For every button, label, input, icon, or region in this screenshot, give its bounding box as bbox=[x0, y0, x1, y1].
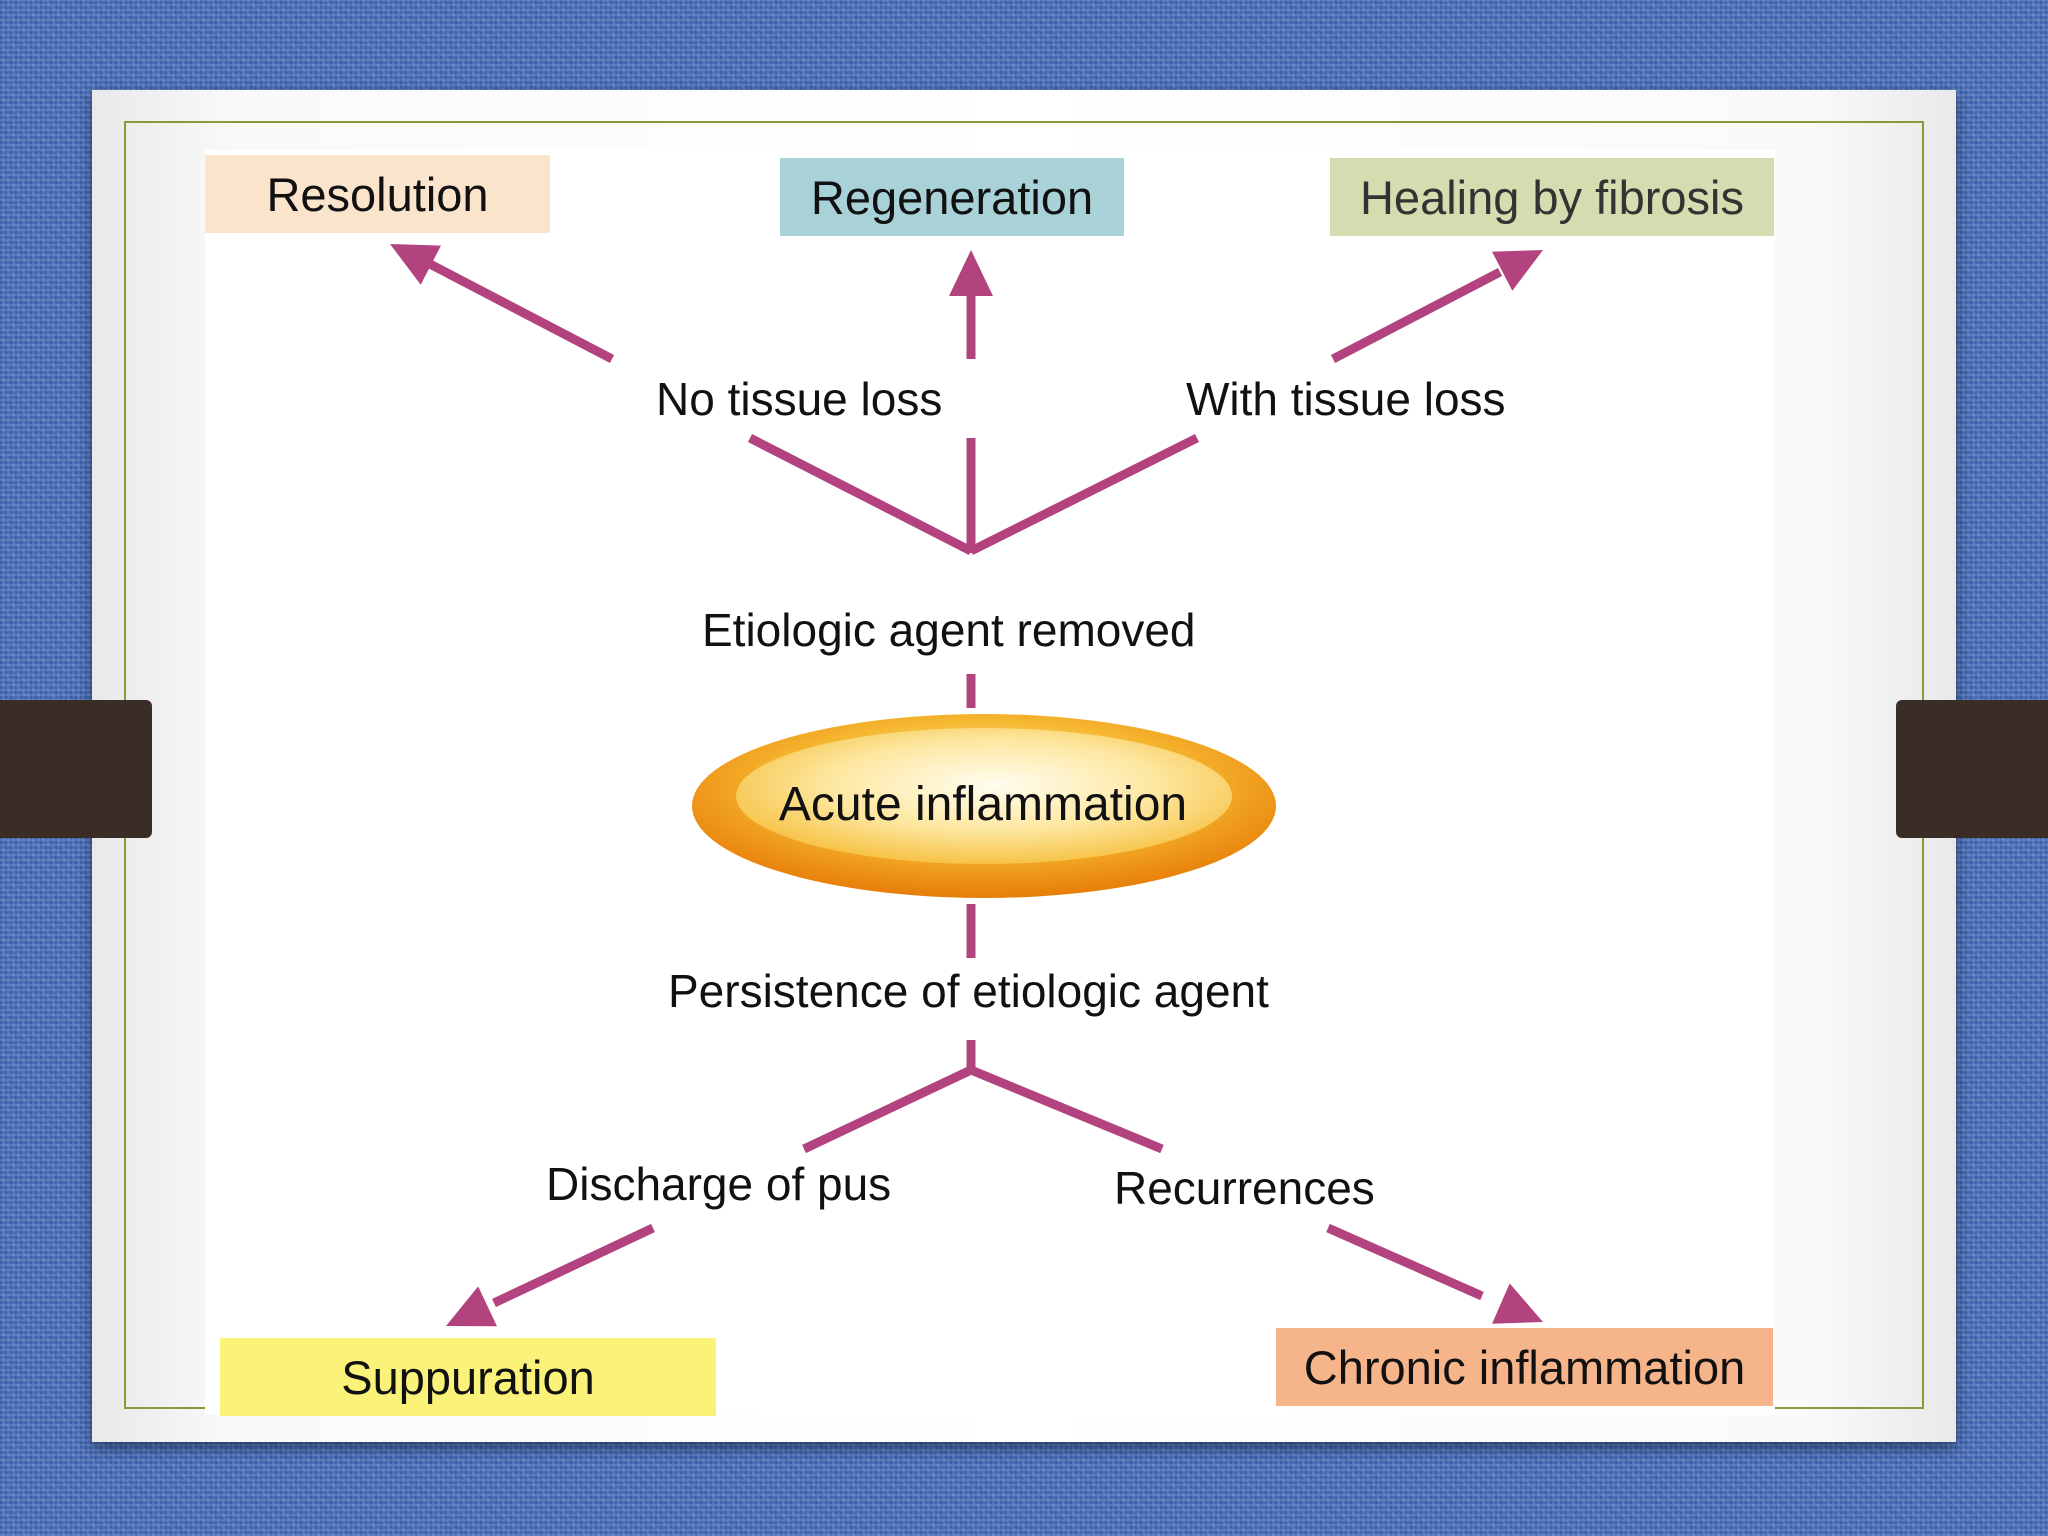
arrow-shaft-suppuration bbox=[492, 1223, 655, 1308]
branch-no-tissue-loss: No tissue loss bbox=[648, 370, 951, 428]
arrowheads bbox=[390, 244, 1543, 1327]
outcome-healing-by-fibrosis: Healing by fibrosis bbox=[1330, 158, 1774, 236]
connector-to-pus bbox=[802, 1065, 973, 1154]
arrowhead-chronic bbox=[1492, 1283, 1543, 1324]
arrow-shaft-chronic bbox=[1326, 1223, 1484, 1301]
connector-to-recurrences bbox=[969, 1065, 1164, 1154]
branch-persistence-of-etiologic-agent: Persistence of etiologic agent bbox=[660, 962, 1277, 1020]
arrowhead-regeneration bbox=[949, 250, 993, 296]
arrowhead-fibrosis bbox=[1492, 250, 1543, 291]
arrow-shaft-fibrosis bbox=[1330, 268, 1503, 363]
connector-right-up bbox=[968, 433, 1200, 556]
arrow-shaft-resolution bbox=[425, 259, 615, 363]
arrowhead-resolution bbox=[390, 244, 441, 285]
left-tab-marker bbox=[0, 700, 152, 838]
outcome-suppuration: Suppuration bbox=[220, 1338, 716, 1416]
branch-recurrences: Recurrences bbox=[1106, 1159, 1383, 1217]
arrowhead-suppuration bbox=[446, 1286, 497, 1327]
outcome-resolution: Resolution bbox=[205, 155, 550, 233]
acute-inflammation-ellipse-inner bbox=[736, 728, 1232, 864]
connector-lines bbox=[425, 259, 1503, 1308]
branch-with-tissue-loss: With tissue loss bbox=[1178, 370, 1514, 428]
branch-etiologic-agent-removed: Etiologic agent removed bbox=[694, 601, 1204, 659]
connector-left-up bbox=[747, 433, 974, 556]
right-tab-marker bbox=[1896, 700, 2048, 838]
outcome-chronic-inflammation: Chronic inflammation bbox=[1276, 1328, 1773, 1406]
center-acute-inflammation: Acute inflammation bbox=[778, 778, 1188, 831]
outcome-regeneration: Regeneration bbox=[780, 158, 1124, 236]
branch-discharge-of-pus: Discharge of pus bbox=[538, 1155, 900, 1213]
